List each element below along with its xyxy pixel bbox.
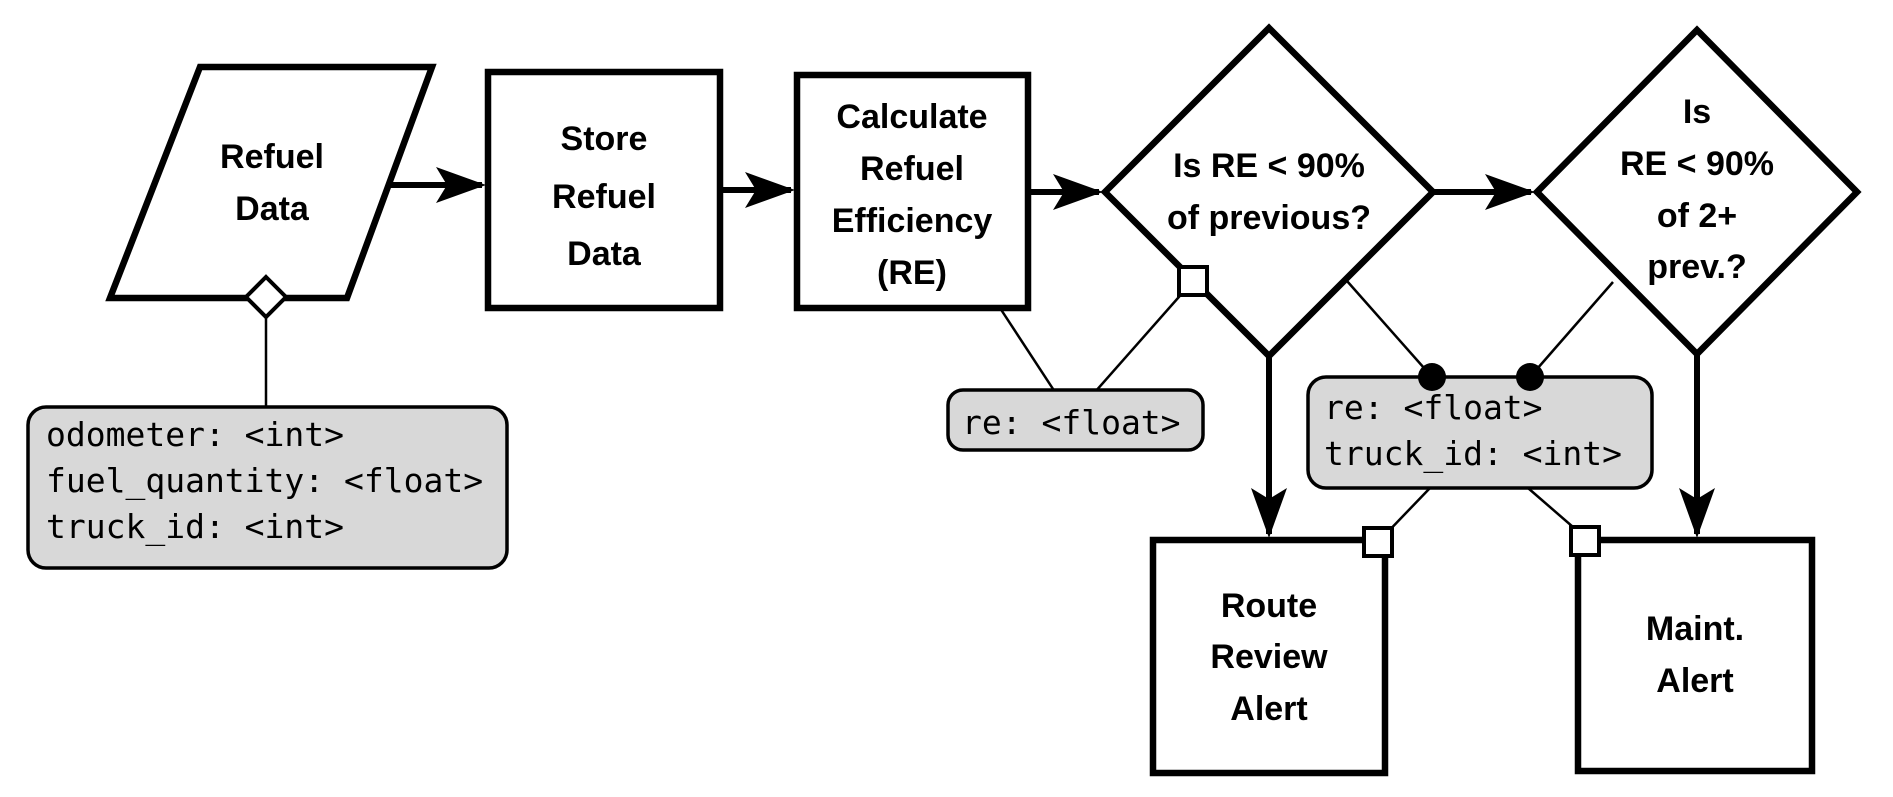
route-review-alert-box — [1149, 536, 1389, 777]
re-truck-note-box — [1306, 375, 1654, 490]
filled-circle-connector-icon — [1516, 363, 1544, 391]
annotation-line: fuel_quantity: <float> — [46, 461, 483, 501]
open-square-connector-icon — [1362, 526, 1394, 558]
node-label-line: Is — [1683, 93, 1711, 131]
annotation-line: re: <float> — [1324, 388, 1543, 427]
node-store-refuel-data: Store Refuel Data — [484, 68, 724, 312]
node-calculate-re: Calculate Refuel Efficiency (RE) — [793, 71, 1032, 312]
node-decision-re-lt90-2plus: Is RE < 90% of 2+ prev.? — [1532, 25, 1862, 359]
open-square-connector-icon — [1177, 265, 1209, 297]
link-decision1-to-re-truck-note — [1346, 280, 1433, 378]
node-decision-re-lt90-prev: Is RE < 90% of previous? — [1100, 23, 1438, 361]
node-label-line: RE < 90% — [1620, 145, 1774, 183]
maint-alert-box — [1574, 536, 1816, 775]
node-label-line: Refuel — [860, 150, 964, 188]
node-label-line: of previous? — [1167, 199, 1371, 237]
node-label-line: Store — [561, 120, 648, 158]
annotation-line: re: <float> — [962, 403, 1181, 442]
filled-circle-connector-icon — [1418, 363, 1446, 391]
node-label-line: Refuel — [552, 178, 656, 216]
open-diamond-connector-icon — [243, 274, 289, 320]
open-square-connector-icon — [1569, 525, 1601, 557]
re-note-box — [946, 388, 1205, 452]
link-calculate-to-re-note — [998, 307, 1057, 393]
connector-glyphs — [243, 265, 1601, 558]
node-label-line: (RE) — [877, 254, 947, 292]
calculate-re-box — [793, 71, 1032, 312]
link-decision1-to-re-note — [1094, 280, 1194, 393]
node-label-line: Review — [1210, 638, 1328, 676]
refuel-fields-note-box — [26, 405, 509, 570]
annotation-line: truck_id: <int> — [46, 507, 344, 547]
node-label-line: Alert — [1656, 662, 1733, 700]
node-label-line: Data — [235, 190, 310, 228]
annotation-refuel-data-fields: odometer: <int> fuel_quantity: <float> t… — [26, 405, 509, 570]
node-label-line: Alert — [1230, 690, 1307, 728]
node-label-line: Efficiency — [832, 202, 993, 240]
decision1-diamond — [1100, 23, 1438, 361]
node-route-review-alert: Route Review Alert — [1149, 536, 1389, 777]
annotation-re-truck-fields: re: <float> truck_id: <int> — [1306, 375, 1654, 490]
node-label-line: Calculate — [836, 98, 987, 136]
annotation-line: odometer: <int> — [46, 415, 344, 454]
decision2-diamond — [1532, 25, 1862, 359]
node-label-line: Route — [1221, 587, 1317, 625]
refuel-data-parallelogram — [105, 63, 437, 302]
annotation-line: truck_id: <int> — [1324, 434, 1622, 474]
node-label-line: prev.? — [1647, 248, 1747, 286]
node-label-line: Maint. — [1646, 610, 1744, 648]
node-label-line: Refuel — [220, 138, 324, 176]
node-refuel-data: Refuel Data — [105, 63, 437, 302]
node-label-line: of 2+ — [1657, 197, 1737, 235]
node-label-line: Is RE < 90% — [1173, 147, 1365, 185]
node-label-line: Data — [567, 235, 642, 273]
annotation-re-field: re: <float> — [946, 388, 1205, 452]
store-refuel-data-box — [484, 68, 724, 312]
node-maint-alert: Maint. Alert — [1574, 536, 1816, 775]
link-decision2-to-re-truck-note — [1529, 281, 1614, 378]
